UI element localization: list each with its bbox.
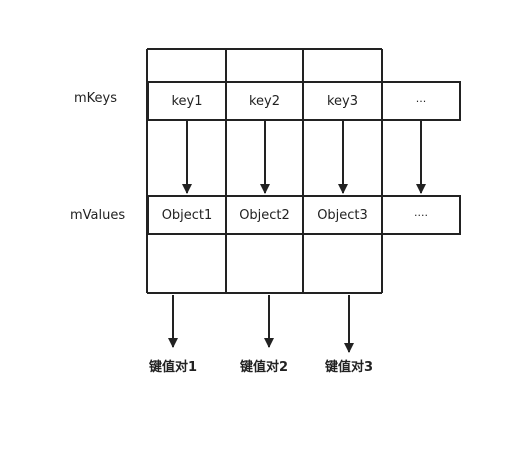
values-row: [147, 195, 461, 235]
key-value-arrows: [182, 121, 426, 194]
pair-label-1: 键值对1: [148, 360, 198, 375]
keys-row: [147, 81, 461, 121]
pair-label-2: 键值对2: [239, 360, 289, 375]
key-cell-1: key1: [171, 94, 203, 109]
value-cell-more: ....: [414, 206, 428, 219]
value-cell-2: Object2: [239, 208, 290, 223]
mkeys-label: mKeys: [74, 91, 118, 106]
mvalues-label: mValues: [70, 208, 126, 223]
key-cell-more: ...: [415, 92, 427, 105]
pair-label-3: 键值对3: [324, 360, 374, 375]
value-cell-3: Object3: [317, 208, 368, 223]
value-cell-1: Object1: [161, 208, 213, 223]
key-cell-3: key3: [326, 94, 359, 109]
pair-arrows: [168, 295, 354, 353]
key-cell-2: key2: [248, 94, 281, 109]
